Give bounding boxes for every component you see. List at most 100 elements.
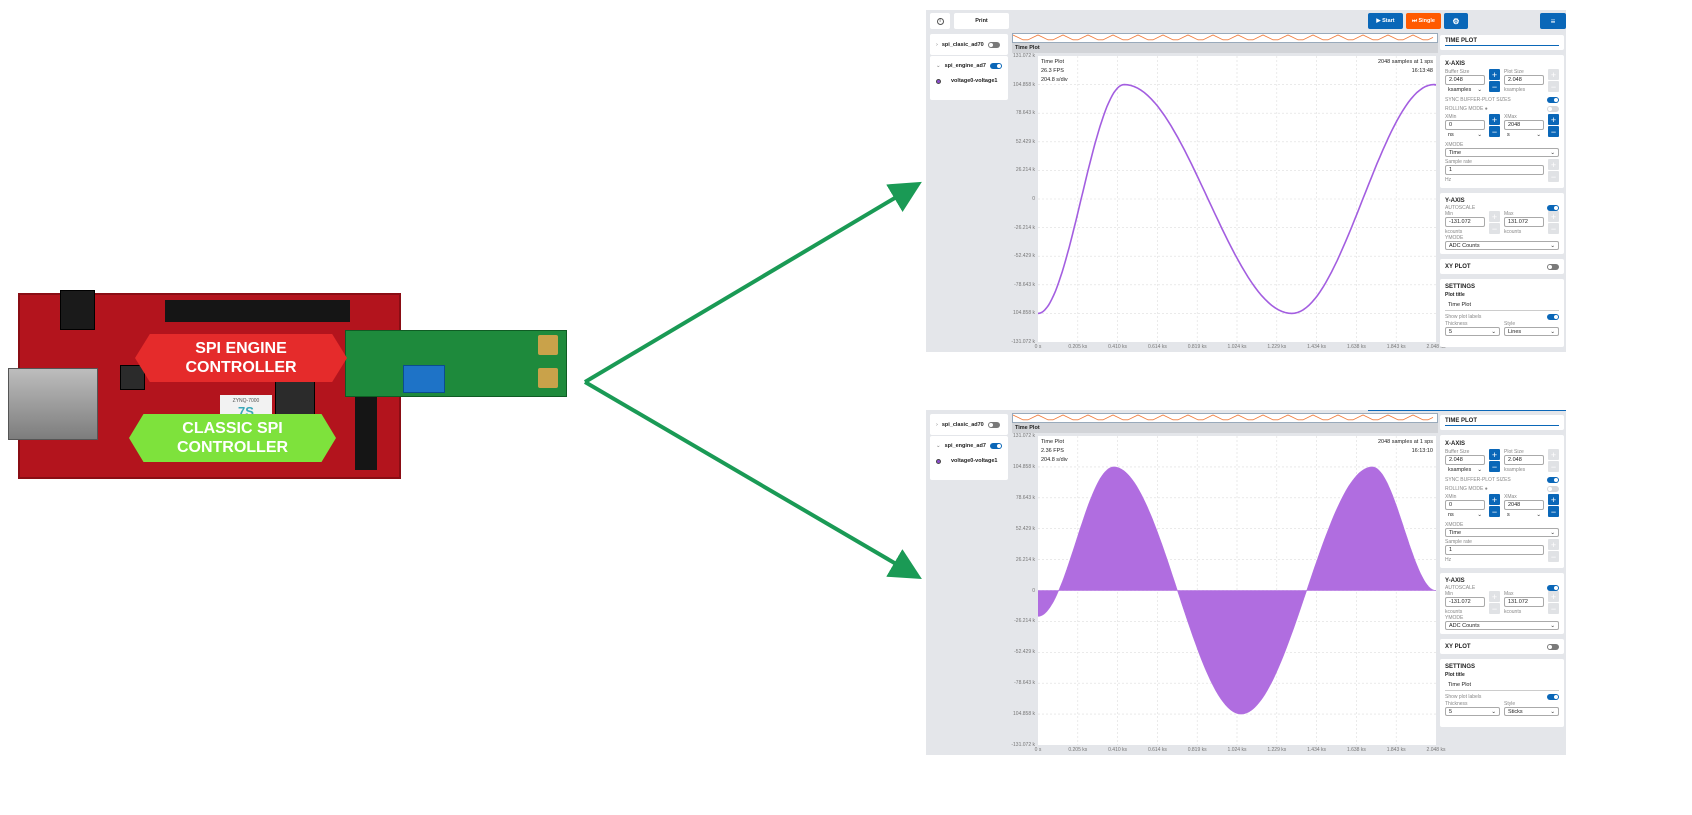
plus-button[interactable]: + xyxy=(1548,539,1559,550)
plus-button[interactable]: + xyxy=(1489,211,1500,222)
single-button[interactable]: ⏭ Single xyxy=(1406,13,1441,29)
plot-title-input[interactable]: Time Plot xyxy=(1445,678,1559,691)
adc-eval-board xyxy=(345,330,567,397)
ymin-input[interactable]: -131.072 xyxy=(1445,217,1485,227)
minus-button[interactable]: − xyxy=(1548,223,1559,234)
xmax-unit-select[interactable]: s⌄ xyxy=(1504,130,1544,139)
minus-button[interactable]: − xyxy=(1548,171,1559,182)
xmin-unit-select[interactable]: ns⌄ xyxy=(1445,130,1485,139)
channel-item[interactable]: voltage0-voltage1 xyxy=(930,449,1008,464)
plus-button[interactable]: + xyxy=(1548,449,1559,460)
minus-button[interactable]: − xyxy=(1489,461,1500,472)
plus-button[interactable]: + xyxy=(1489,591,1500,602)
time-plot[interactable]: Time Plot 26.3 FPS 204.8 s/div 2048 samp… xyxy=(1038,56,1436,342)
minus-button[interactable]: − xyxy=(1548,81,1559,92)
buffer-size-unit-select[interactable]: ksamples⌄ xyxy=(1445,85,1485,94)
plus-button[interactable]: + xyxy=(1489,449,1500,460)
plus-button[interactable]: + xyxy=(1548,211,1559,222)
buffer-size-input[interactable]: 2.048 xyxy=(1445,455,1485,465)
xmin-unit-select[interactable]: ns⌄ xyxy=(1445,510,1485,519)
minus-button[interactable]: − xyxy=(1489,603,1500,614)
autoscale-toggle[interactable] xyxy=(1547,585,1559,591)
menu-button[interactable]: ≡ xyxy=(1540,13,1566,29)
chevron-down-icon: ⌄ xyxy=(1477,511,1482,518)
minus-button[interactable]: − xyxy=(1548,506,1559,517)
buffer-size-input[interactable]: 2.048 xyxy=(1445,75,1485,85)
sample-rate-input[interactable]: 1 xyxy=(1445,165,1544,175)
xmin-input[interactable]: 0 xyxy=(1445,500,1485,510)
xmax-input[interactable]: 2048 xyxy=(1504,120,1544,130)
sync-toggle[interactable] xyxy=(1547,477,1559,483)
autoscale-toggle[interactable] xyxy=(1547,205,1559,211)
xmax-input[interactable]: 2048 xyxy=(1504,500,1544,510)
rolling-mode-toggle[interactable] xyxy=(1547,486,1559,492)
xy-plot-toggle[interactable] xyxy=(1547,263,1559,270)
minus-button[interactable]: − xyxy=(1548,603,1559,614)
plot-size-input[interactable]: 2.048 xyxy=(1504,75,1544,85)
minus-button[interactable]: − xyxy=(1489,506,1500,517)
overview-strip[interactable] xyxy=(1012,33,1438,43)
device-enable-toggle[interactable] xyxy=(989,443,1002,449)
plus-button[interactable]: + xyxy=(1548,159,1559,170)
ymax-label: Max xyxy=(1504,591,1514,597)
minus-button[interactable]: − xyxy=(1489,126,1500,137)
thickness-label: Thickness xyxy=(1445,701,1468,707)
chevron-down-icon[interactable]: ⌄ xyxy=(936,443,941,449)
channel-device-spi-engine[interactable]: ⌄ spi_engine_ad7 voltage0-voltage1 xyxy=(930,436,1008,480)
channel-device-spi-clasic[interactable]: › spi_clasic_ad70 xyxy=(930,34,1008,55)
channel-device-spi-clasic[interactable]: › spi_clasic_ad70 xyxy=(930,414,1008,435)
device-enable-toggle[interactable] xyxy=(987,421,1000,428)
device-enable-toggle[interactable] xyxy=(987,41,1000,48)
minus-button[interactable]: − xyxy=(1489,81,1500,92)
chevron-down-icon[interactable]: ⌄ xyxy=(936,63,941,69)
info-button[interactable]: i xyxy=(930,13,950,29)
ymin-input[interactable]: -131.072 xyxy=(1445,597,1485,607)
time-plot[interactable]: Time Plot 2.36 FPS 204.8 s/div 2048 samp… xyxy=(1038,436,1436,745)
plus-button[interactable]: + xyxy=(1548,114,1559,125)
rolling-mode-toggle[interactable] xyxy=(1547,106,1559,112)
xmax-unit-select[interactable]: s⌄ xyxy=(1504,510,1544,519)
buffer-size-unit-select[interactable]: ksamples⌄ xyxy=(1445,465,1485,474)
ymax-input[interactable]: 131.072 xyxy=(1504,597,1544,607)
minus-button[interactable]: − xyxy=(1548,551,1559,562)
xmode-select[interactable]: Time⌄ xyxy=(1445,528,1559,537)
plus-button[interactable]: + xyxy=(1548,591,1559,602)
plus-button[interactable]: + xyxy=(1548,69,1559,80)
plus-button[interactable]: + xyxy=(1489,69,1500,80)
ymode-select[interactable]: ADC Counts⌄ xyxy=(1445,621,1559,630)
minus-button[interactable]: − xyxy=(1548,461,1559,472)
minus-button[interactable]: − xyxy=(1548,126,1559,137)
thickness-select[interactable]: 5⌄ xyxy=(1445,327,1500,336)
plus-button[interactable]: + xyxy=(1489,494,1500,505)
style-select[interactable]: Sticks⌄ xyxy=(1504,707,1559,716)
device-enable-toggle[interactable] xyxy=(989,63,1002,69)
plus-button[interactable]: + xyxy=(1548,494,1559,505)
settings-button[interactable]: ⚙ xyxy=(1444,13,1468,29)
xmin-input[interactable]: 0 xyxy=(1445,120,1485,130)
xmode-select[interactable]: Time⌄ xyxy=(1445,148,1559,157)
plus-button[interactable]: + xyxy=(1489,114,1500,125)
sma-connector xyxy=(538,335,558,355)
overview-strip[interactable] xyxy=(1012,413,1438,423)
ymax-label: Max xyxy=(1504,211,1514,217)
timestamp-label: 16:13:10 xyxy=(1411,448,1433,454)
channel-item[interactable]: voltage0-voltage1 xyxy=(930,69,1008,84)
sample-rate-input[interactable]: 1 xyxy=(1445,545,1544,555)
print-button[interactable]: Print xyxy=(954,13,1009,29)
style-select[interactable]: Lines⌄ xyxy=(1504,327,1559,336)
chevron-right-icon[interactable]: › xyxy=(936,421,938,428)
ymode-select[interactable]: ADC Counts⌄ xyxy=(1445,241,1559,250)
minus-button[interactable]: − xyxy=(1489,223,1500,234)
thickness-select[interactable]: 5⌄ xyxy=(1445,707,1500,716)
show-labels-toggle[interactable] xyxy=(1547,694,1559,700)
show-labels-toggle[interactable] xyxy=(1547,314,1559,320)
chevron-right-icon[interactable]: › xyxy=(936,41,938,48)
sync-label: SYNC BUFFER-PLOT SIZES xyxy=(1445,477,1511,483)
sync-toggle[interactable] xyxy=(1547,97,1559,103)
start-button[interactable]: ▶ Start xyxy=(1368,13,1403,29)
channel-device-spi-engine[interactable]: ⌄ spi_engine_ad7 voltage0-voltage1 xyxy=(930,56,1008,100)
plot-size-input[interactable]: 2.048 xyxy=(1504,455,1544,465)
plot-title-input[interactable]: Time Plot xyxy=(1445,298,1559,311)
ymax-input[interactable]: 131.072 xyxy=(1504,217,1544,227)
xy-plot-toggle[interactable] xyxy=(1547,643,1559,650)
